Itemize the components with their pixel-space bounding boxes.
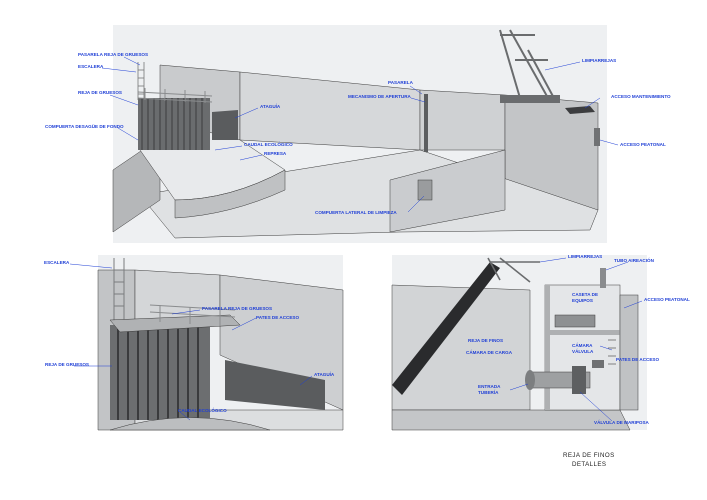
trash-rake (499, 29, 556, 101)
label-mecanismo-apertura: MECANISMO DE APERTURA (348, 94, 412, 99)
br-trash-rake (487, 257, 540, 283)
top-view-leaders (101, 56, 619, 213)
bl-label-ataguia: ATAGUÍA (314, 370, 335, 377)
bl-channel (109, 417, 271, 431)
br-aeration-tube (600, 268, 606, 288)
weir-face (174, 169, 286, 219)
label-pasarela: PASARELA (388, 80, 414, 85)
br-pipe-inlet (525, 370, 535, 390)
stoplog (212, 110, 238, 140)
br-chamber-side (619, 294, 639, 411)
gate-mechanism (424, 94, 428, 152)
br-chamber-slab (545, 330, 620, 335)
br-access-rungs (608, 339, 616, 365)
br-chamber-wall-left (545, 285, 550, 410)
br-fine-screen (392, 262, 500, 395)
br-label-camara-2: VÁLVULA (572, 348, 594, 354)
lateral-sluice-gate (417, 179, 433, 201)
bottom-left-leaders (69, 263, 313, 421)
br-label-tubo-aireacion: TUBO AIREACIÓN (614, 256, 655, 263)
bottom-left-view (97, 255, 344, 431)
bl-stoplog (225, 360, 325, 410)
label-acceso-mantenimiento: ACCESO MANTENIMIENTO (611, 94, 671, 99)
br-label-entrada-2: TUBERÍA (478, 388, 499, 395)
walkway-railing (137, 88, 213, 103)
label-caudal-ecologico: CAUDAL ECOLÓGICO (244, 140, 293, 147)
br-floor (391, 409, 631, 431)
label-compuerta-lateral: COMPUERTA LATERAL DE LIMPIEZA (315, 210, 397, 215)
bl-label-reja-gruesos: REJA DE GRUESOS (45, 362, 89, 367)
label-ataguia: ATAGUÍA (260, 102, 281, 109)
front-channel-wall (389, 149, 506, 233)
label-represa: REPRESA (264, 151, 287, 156)
coarse-screen (138, 98, 210, 150)
label-compuerta-desague: COMPUERTA DESAGÜE DE FONDO (45, 123, 124, 129)
mid-wall (419, 89, 506, 151)
br-label-reja-finos: REJA DE FINOS (468, 338, 503, 343)
sheet-title-line1: REJA DE FINOS (563, 452, 615, 459)
label-limpiarrejas-top: LIMPIARREJAS (582, 58, 616, 63)
br-label-valvula-mariposa: VÁLVULA DE MARIPOSA (594, 419, 650, 425)
label-acceso-peatonal-top: ACCESO PEATONAL (620, 142, 666, 147)
sheet-title-line2: DETALLES (572, 461, 606, 468)
ladder (137, 62, 145, 100)
bl-coarse-screen (110, 325, 210, 420)
bl-railing (149, 304, 236, 326)
br-label-camara-1: CÁMARA (572, 342, 593, 348)
bl-label-pasarela: PASARELA REJA DE GRUESOS (202, 306, 272, 311)
br-label-caseta-1: CASETA DE (572, 292, 598, 297)
rake-platform (500, 95, 560, 103)
bl-label-escalera: ESCALERA (44, 260, 70, 265)
pedestrian-door (594, 128, 600, 146)
bl-label-pates-acceso: PATES DE ACCESO (256, 315, 299, 320)
bl-ladder (113, 258, 125, 320)
label-pasarela-reja-gruesos: PASARELA REJA DE GRUESOS (78, 52, 148, 57)
label-reja-gruesos: REJA DE GRUESOS (78, 90, 122, 95)
bl-label-caudal-ecologico: CAUDAL ECOLÓGICO (178, 406, 227, 413)
br-label-limpiarrejas: LIMPIARREJAS (568, 254, 602, 259)
br-equipment (554, 314, 596, 328)
br-label-pates-acceso: PATES DE ACCESO (616, 357, 659, 362)
top-view (112, 25, 607, 243)
br-label-entrada-1: ENTRADA (478, 384, 501, 389)
bottom-right-leaders (509, 257, 643, 422)
br-butterfly-valve (572, 366, 586, 394)
br-label-acceso-peatonal: ACCESO PEATONAL (644, 297, 690, 302)
maintenance-hatch (565, 106, 595, 114)
br-label-camara-carga: CÁMARA DE CARGA (466, 349, 513, 355)
bottom-right-view (391, 255, 647, 431)
br-aeration-pipe-base (592, 360, 604, 368)
br-label-caseta-2: EQUIPOS (572, 298, 593, 303)
label-escalera: ESCALERA (78, 64, 104, 69)
